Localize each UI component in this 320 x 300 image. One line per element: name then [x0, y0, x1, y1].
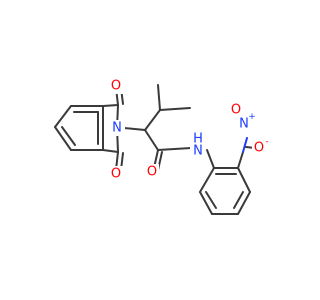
bond — [242, 137, 248, 153]
bond — [199, 191, 213, 215]
label-bg — [236, 114, 252, 132]
bond — [199, 167, 215, 193]
bond — [237, 191, 251, 215]
double-bond-inner — [233, 191, 244, 209]
label-bg — [109, 166, 123, 182]
nitro-oxygen-atom-top: O — [231, 103, 241, 118]
bond — [159, 107, 191, 111]
label-bg — [145, 164, 159, 180]
bond — [144, 109, 161, 131]
nitro-nitrogen-atom: N — [239, 117, 249, 132]
double-bond-inner — [205, 191, 217, 209]
side-chain — [123, 84, 215, 171]
bond — [102, 104, 119, 107]
bond — [157, 84, 161, 111]
label-bg — [229, 102, 243, 117]
bond — [237, 151, 244, 169]
oxygen-atom-bottom: O — [111, 167, 121, 182]
amide-hydrogen-label: H — [193, 132, 203, 147]
amide-n-aryl-bond — [206, 149, 215, 169]
amide-n-bond — [157, 147, 192, 151]
label-bg — [109, 78, 123, 94]
label-bg — [252, 141, 266, 156]
bond — [237, 167, 251, 193]
atom-labels: O O N O H N N + O O - — [109, 78, 269, 182]
nitrophenyl-ring — [199, 167, 251, 215]
double-bond-inner — [61, 126, 76, 146]
amide-nitrogen-atom: N — [193, 144, 203, 159]
plus-charge: + — [248, 112, 256, 122]
label-bg — [110, 120, 125, 136]
nitro-oxygen-atom-right: O — [254, 141, 264, 156]
imide-nitrogen-atom: N — [112, 121, 122, 136]
bond — [102, 149, 119, 153]
bond — [144, 129, 159, 151]
bond — [54, 105, 72, 128]
amide-oxygen-atom: O — [147, 165, 157, 180]
minus-charge: - — [265, 137, 268, 147]
bond — [54, 126, 72, 151]
phthalimide-benzene-ring — [54, 105, 104, 151]
oxygen-atom-top: O — [111, 79, 121, 94]
label-bg — [190, 135, 206, 165]
bond — [123, 127, 146, 131]
structure-diagram: O O N O H N N + O O - — [54, 78, 269, 215]
molecule-canvas: O O N O H N N + O O - — [54, 78, 269, 215]
